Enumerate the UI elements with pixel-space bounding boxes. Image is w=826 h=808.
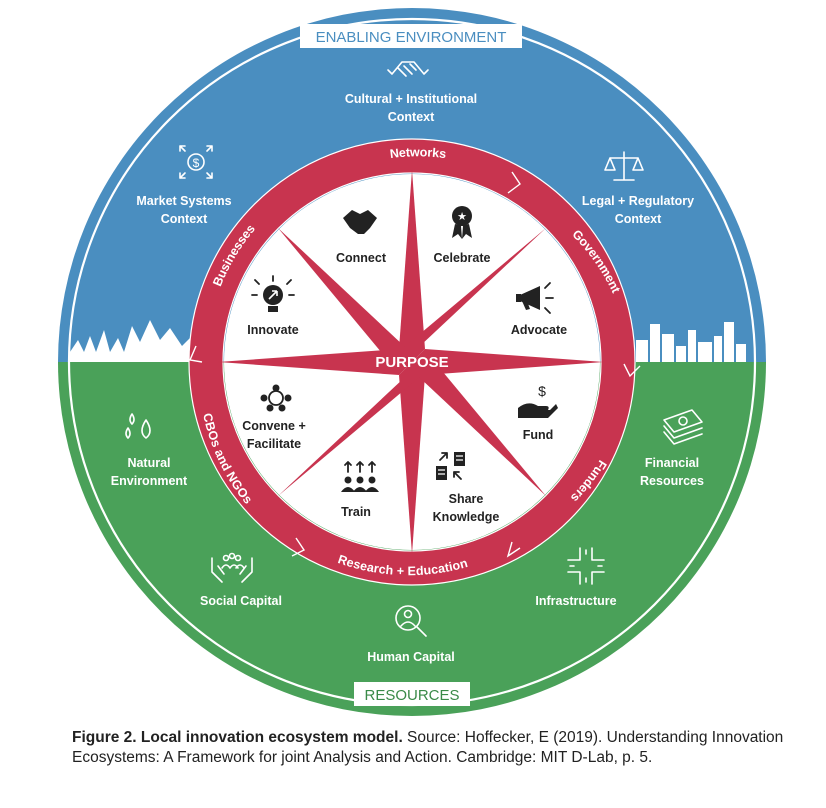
function-label-convene: Convene + Facilitate — [242, 419, 306, 451]
label-line: Fund — [523, 428, 554, 442]
svg-text:Train: Train — [341, 505, 371, 519]
label-line: Celebrate — [434, 251, 491, 265]
compass-star — [218, 170, 604, 554]
function-label-connect: Connect — [336, 251, 387, 265]
label-line: Convene + — [242, 419, 306, 433]
figure-caption: Figure 2. Local innovation ecosystem mod… — [72, 728, 792, 768]
purpose-label: PURPOSE — [375, 354, 448, 371]
svg-text:$: $ — [538, 383, 546, 399]
label-line: Train — [341, 505, 371, 519]
label-line: Cultural + Institutional — [345, 92, 477, 106]
label-line: Human Capital — [367, 650, 455, 664]
megaphone-icon — [516, 282, 554, 314]
label-line: Share — [449, 492, 484, 506]
group-arrows-icon — [341, 461, 379, 492]
svg-text:Connect: Connect — [336, 251, 387, 265]
document-exchange-icon — [436, 452, 465, 480]
label-line: Context — [388, 110, 435, 124]
svg-text:Networks: Networks — [389, 145, 447, 161]
dollar-arrows-icon: $ — [179, 145, 213, 179]
function-label-fund: Fund — [523, 428, 554, 442]
svg-text:Innovate: Innovate — [247, 323, 298, 337]
money-stack-icon — [663, 409, 703, 445]
lightbulb-icon — [251, 275, 295, 312]
label-line: Social Capital — [200, 594, 282, 608]
function-label-advocate: Advocate — [511, 323, 567, 337]
svg-text:RESOURCES: RESOURCES — [364, 687, 459, 704]
label-line: Facilitate — [247, 437, 301, 451]
svg-text:Human Capital: Human Capital — [367, 650, 455, 664]
svg-text:Convene +Facilitate: Convene + Facilitate — [242, 419, 306, 451]
handshake-icon — [343, 210, 377, 234]
ring-label-networks: Networks — [389, 145, 447, 161]
label-line: Innovate — [247, 323, 298, 337]
circle-people-icon — [260, 384, 292, 412]
water-drops-icon — [125, 413, 151, 439]
label-line: Natural — [127, 456, 170, 470]
svg-text:★: ★ — [457, 210, 467, 223]
function-label-celebrate: Celebrate — [434, 251, 491, 265]
function-label-train: Train — [341, 505, 371, 519]
svg-text:$: $ — [193, 156, 200, 170]
svg-text:Social Capital: Social Capital — [200, 594, 282, 608]
function-label-innovate: Innovate — [247, 323, 298, 337]
label-line: Resources — [640, 474, 704, 488]
label-line: Context — [615, 212, 662, 226]
label-line: Context — [161, 212, 208, 226]
scales-icon — [604, 151, 644, 181]
enabling-environment-banner: ENABLING ENVIRONMENT — [300, 24, 522, 48]
hand-dollar-icon: $ — [518, 383, 558, 418]
hands-people-icon — [211, 552, 253, 583]
infrastructure-label: Infrastructure — [535, 594, 616, 608]
caption-text: Source: Hoffecker, E (2019). Understandi… — [72, 729, 784, 766]
handshake-hands-icon — [387, 61, 429, 77]
city-skyline-silhouette — [636, 322, 746, 362]
label-line: Financial — [645, 456, 699, 470]
svg-text:Infrastructure: Infrastructure — [535, 594, 616, 608]
award-ribbon-icon: ★ — [452, 206, 472, 239]
svg-text:Celebrate: Celebrate — [434, 251, 491, 265]
label-line: Legal + Regulatory — [582, 194, 694, 208]
crossroads-icon — [567, 547, 605, 585]
mountains-trees-silhouette — [70, 320, 190, 362]
label-line: Market Systems — [136, 194, 231, 208]
svg-text:PURPOSE: PURPOSE — [375, 354, 448, 371]
label-line: Environment — [111, 474, 188, 488]
label-line: Advocate — [511, 323, 567, 337]
svg-text:Fund: Fund — [523, 428, 554, 442]
ecosystem-diagram: ENABLING ENVIRONMENT RESOURCES $ Cultura — [58, 8, 766, 716]
magnifier-person-icon — [395, 605, 427, 637]
caption-title: Figure 2. Local innovation ecosystem mod… — [72, 729, 403, 746]
social-capital-label: Social Capital — [200, 594, 282, 608]
svg-text:Advocate: Advocate — [511, 323, 567, 337]
label-line: Infrastructure — [535, 594, 616, 608]
label-line: Knowledge — [433, 510, 500, 524]
human-capital-label: Human Capital — [367, 650, 455, 664]
resources-banner: RESOURCES — [354, 682, 470, 706]
label-line: Connect — [336, 251, 387, 265]
svg-text:ENABLING ENVIRONMENT: ENABLING ENVIRONMENT — [316, 29, 507, 46]
